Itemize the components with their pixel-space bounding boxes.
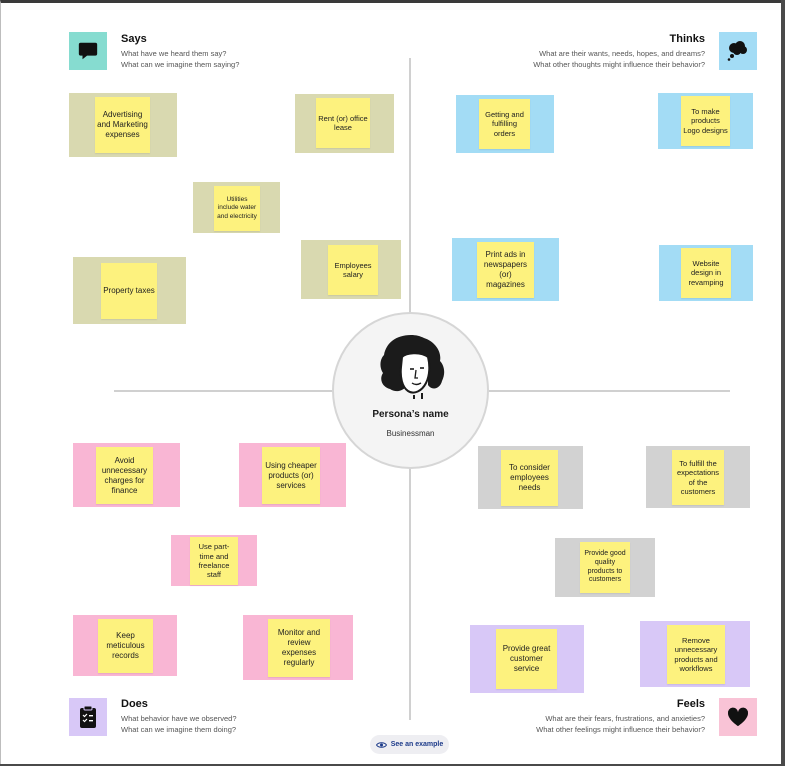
says-title: Says [121, 33, 147, 45]
frame-edge-right [781, 0, 785, 766]
persona-role[interactable]: Businessman [386, 429, 435, 438]
frame-edge-bottom [0, 764, 785, 766]
says-note[interactable]: Advertising and Marketing expenses [95, 97, 150, 153]
does-prompt-1: What behavior have we observed? [121, 714, 237, 723]
says-prompt-2: What can we imagine them saying? [121, 60, 240, 69]
says-prompt-1: What have we heard them say? [121, 49, 227, 58]
persona-name[interactable]: Persona’s name [372, 409, 449, 420]
feels-note[interactable]: To fulfill the expectations of the custo… [672, 450, 724, 505]
thinks-title: Thinks [669, 33, 705, 45]
feels-note[interactable]: Provide great customer service [496, 629, 557, 689]
clipboard-icon [69, 698, 107, 736]
says-note[interactable]: Rent (or) office lease [316, 98, 370, 148]
thinks-header: Thinks What are their wants, needs, hope… [480, 33, 705, 70]
says-note[interactable]: Employees salary [328, 245, 378, 295]
woman-avatar-icon [376, 333, 446, 399]
does-note[interactable]: Monitor and review expenses regularly [268, 619, 330, 677]
feels-note[interactable]: To consider employees needs [501, 450, 558, 506]
does-note[interactable]: Avoid unnecessary charges for finance [96, 447, 153, 504]
feels-prompt-2: What other feelings might influence thei… [536, 725, 705, 734]
does-note[interactable]: Use part-time and freelance staff [190, 537, 238, 585]
speech-bubble-icon [69, 32, 107, 70]
says-note[interactable]: Property taxes [101, 263, 157, 319]
eye-icon [375, 741, 387, 749]
does-prompt-2: What can we imagine them doing? [121, 725, 237, 734]
feels-note[interactable]: Provide good quality products to custome… [580, 542, 630, 593]
does-note[interactable]: Using cheaper products (or) services [262, 447, 320, 504]
thinks-note[interactable]: To make products Logo designs [681, 96, 730, 146]
does-note[interactable]: Keep meticulous records [98, 619, 153, 673]
heart-icon [719, 698, 757, 736]
see-example-label: See an example [390, 741, 444, 748]
says-note[interactable]: Utilities include water and electricity [214, 186, 260, 231]
thinks-prompt-2: What other thoughts might influence thei… [533, 60, 705, 69]
does-header: Does What behavior have we observed? Wha… [121, 698, 321, 735]
feels-note[interactable]: Remove unnecessary products and workflow… [667, 625, 725, 684]
says-header: Says What have we heard them say? What c… [121, 33, 321, 70]
thinks-note[interactable]: Print ads in newspapers (or) magazines [477, 242, 534, 298]
does-title: Does [121, 698, 148, 710]
thinks-note[interactable]: Website design in revamping [681, 248, 731, 298]
thinks-prompt-1: What are their wants, needs, hopes, and … [539, 49, 705, 58]
feels-title: Feels [676, 698, 705, 710]
feels-header: Feels What are their fears, frustrations… [480, 698, 705, 735]
thinks-note[interactable]: Getting and fulfilling orders [479, 99, 530, 149]
see-example-button[interactable]: See an example [370, 735, 449, 754]
feels-prompt-1: What are their fears, frustrations, and … [545, 714, 705, 723]
thought-cloud-icon [719, 32, 757, 70]
